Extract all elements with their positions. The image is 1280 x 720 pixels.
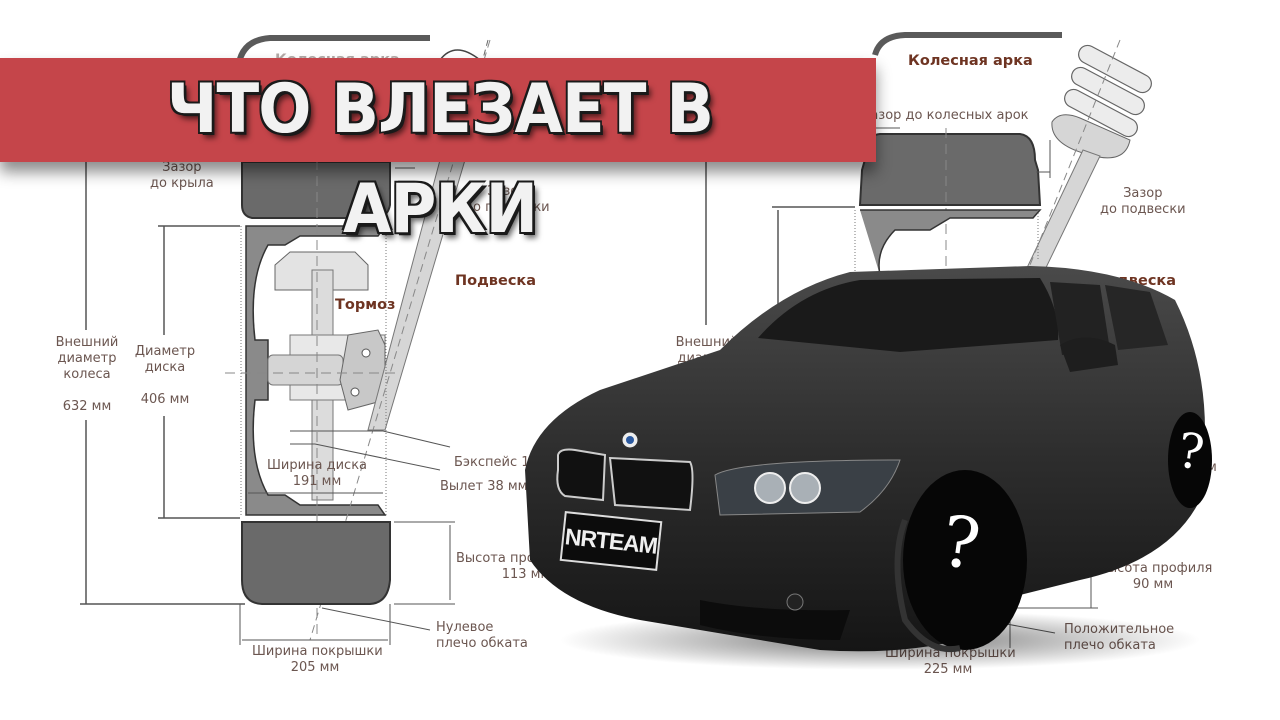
- label-line: диска: [144, 360, 186, 375]
- label-line: Ширина покрышки: [252, 644, 383, 659]
- label-value: 90 мм: [1132, 577, 1174, 592]
- title-banner: [0, 58, 876, 162]
- label-line: Нулевое: [436, 620, 494, 635]
- label-line: Ширина диска: [266, 458, 368, 473]
- rim-diameter-label: Диаметр диска 406 мм: [132, 344, 198, 408]
- label-value: 406 мм: [140, 392, 190, 407]
- label-line: Диаметр: [134, 344, 196, 359]
- susp-gap-label: Зазор до подвески: [464, 184, 550, 216]
- label-line: до крыла: [150, 176, 214, 191]
- label-line: диаметр: [57, 351, 117, 366]
- label-line: до подвески: [1100, 202, 1186, 217]
- arch-gap-label: Зазор до колесных арок: [862, 108, 1029, 123]
- label-line: Внешний: [675, 335, 739, 350]
- label-line: Внешний: [55, 335, 119, 350]
- fender-gap-label: Зазор до крыла: [150, 160, 214, 192]
- backspace-label: Бэкспейс 133: [454, 455, 547, 470]
- label-line: до подвески: [464, 200, 550, 215]
- label-line: колеса: [63, 367, 111, 382]
- label-value: 191 мм: [292, 474, 342, 489]
- label-line: Зазор: [162, 160, 202, 175]
- label-line: плечо обката: [436, 636, 528, 651]
- label-line: Зазор: [1123, 186, 1163, 201]
- suspension-label: Подвеска: [455, 273, 537, 289]
- right-susp-gap-label: Зазор до подвески: [1100, 186, 1186, 218]
- scrub-radius-label: Нулевое плечо обката: [436, 620, 528, 652]
- brake-label: Тормоз: [335, 297, 395, 313]
- right-partial-mm: м: [1207, 460, 1217, 475]
- label-line: Зазор: [487, 184, 527, 199]
- outer-diameter-label: Внешний диаметр колеса 632 мм: [52, 335, 122, 415]
- offset-label: Вылет 38 мм: [440, 479, 528, 494]
- right-arch-label: Колесная арка: [908, 53, 1033, 69]
- license-plate: NRTEAM: [559, 511, 663, 571]
- rim-width-label: Ширина диска 191 мм: [266, 458, 368, 490]
- label-value: 632 мм: [62, 399, 112, 414]
- label-value: 205 мм: [290, 660, 340, 675]
- tire-width-label: Ширина покрышки 205 мм: [252, 644, 383, 676]
- label-value: 113 мм: [501, 567, 551, 582]
- title-text: ЧТО ВЛЕЗАЕТ В АРКИ: [166, 70, 714, 249]
